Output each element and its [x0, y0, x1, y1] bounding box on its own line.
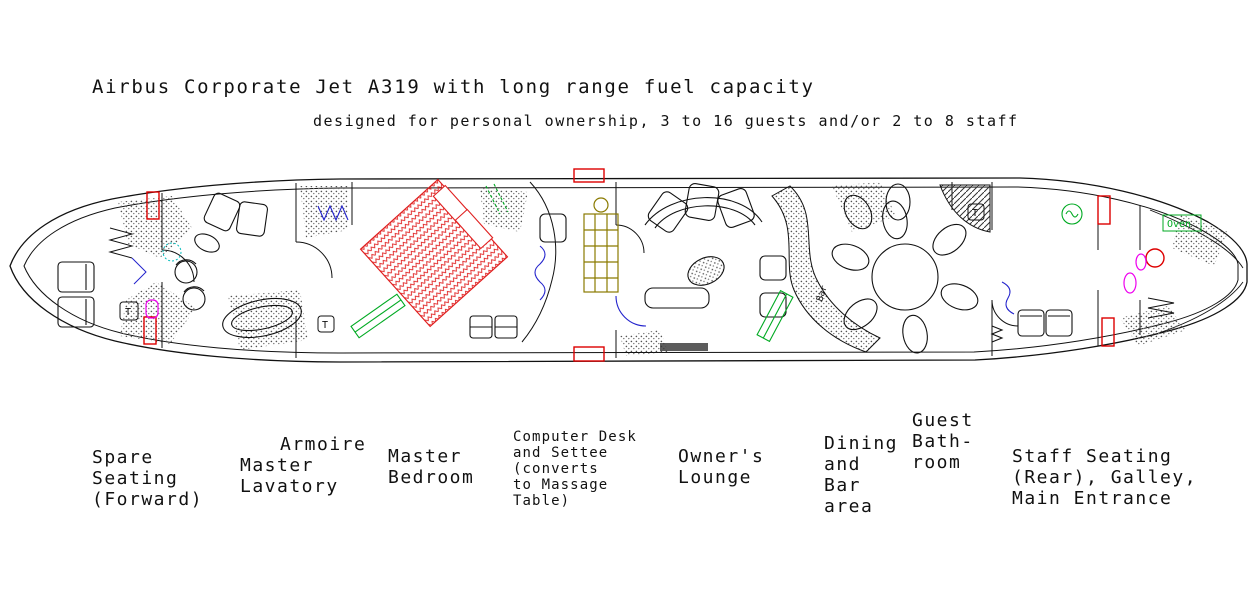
fuselage-outline: [9, 177, 1248, 363]
label-line: Lounge: [678, 467, 753, 488]
area-label-computer-desk: Computer Desk and Settee (converts to Ma…: [513, 429, 637, 509]
label-line: and Settee: [513, 445, 609, 461]
label-line: (converts: [513, 461, 599, 477]
label-line: Master: [240, 455, 315, 476]
owners-lounge-furniture: [644, 183, 794, 343]
small-fixtures: [131, 242, 1147, 319]
label-line: Guest: [912, 410, 974, 431]
label-line: Dining: [824, 433, 899, 454]
label-line: Spare: [92, 447, 154, 468]
label-line: Seating: [92, 468, 179, 489]
label-line: Bath-: [912, 431, 974, 452]
page-subtitle: designed for personal ownership, 3 to 16…: [313, 112, 1019, 130]
label-line: Bar: [824, 475, 862, 496]
guest-bathroom-fixtures: [1001, 203, 1083, 315]
page-title: Airbus Corporate Jet A319 with long rang…: [92, 76, 815, 98]
label-line: Armoire: [280, 434, 367, 455]
area-label-dining-bar: Dining and Bar area: [824, 433, 898, 517]
label-line: Lavatory: [240, 476, 339, 497]
area-label-master-bedroom: Master Bedroom: [388, 446, 474, 488]
bedroom-furniture: [350, 183, 567, 339]
label-line: (Rear), Galley,: [1012, 467, 1198, 488]
area-label-owners-lounge: Owner's Lounge: [678, 446, 764, 488]
label-line: and: [824, 454, 862, 475]
label-line: Main Entrance: [1012, 488, 1173, 509]
label-line: (Forward): [92, 489, 204, 510]
label-line: Owner's: [678, 446, 765, 467]
toilet-label: T: [322, 320, 328, 331]
staff-seats: [990, 297, 1175, 343]
label-line: Bedroom: [388, 467, 475, 488]
spare-seats: [57, 227, 134, 328]
oven-label: Oven: [1167, 219, 1191, 230]
label-line: Table): [513, 493, 571, 509]
area-label-staff-seating: Staff Seating (Rear), Galley, Main Entra…: [1012, 446, 1197, 509]
label-line: to Massage: [513, 477, 609, 493]
label-line: Staff Seating: [1012, 446, 1173, 467]
area-label-spare-seating: Spare Seating (Forward): [92, 447, 203, 510]
oven: Oven: [1162, 214, 1202, 232]
bar-counter: Bar: [771, 185, 881, 353]
toilet-label: T: [125, 307, 131, 318]
label-line: area: [824, 496, 874, 517]
door-markers: [143, 168, 1165, 362]
forward-chairs: [174, 192, 268, 311]
lavatory-fixtures: [222, 204, 349, 339]
settee: [615, 287, 710, 351]
label-line: room: [912, 452, 962, 473]
area-label-guest-bathroom: Guest Bath- room: [912, 410, 974, 473]
bar-label: Bar: [815, 284, 830, 303]
label-line: Computer Desk: [513, 429, 637, 445]
area-label-armoire-master-lavatory: Armoire Master Lavatory: [240, 434, 366, 497]
computer-desk: [583, 197, 619, 293]
toilet-label: T: [972, 208, 978, 219]
label-line: Master: [388, 446, 463, 467]
dining-set: [831, 183, 979, 354]
galley-counter: [939, 184, 991, 233]
master-bed: [359, 178, 509, 328]
toilet-symbols: T T T: [119, 203, 985, 333]
